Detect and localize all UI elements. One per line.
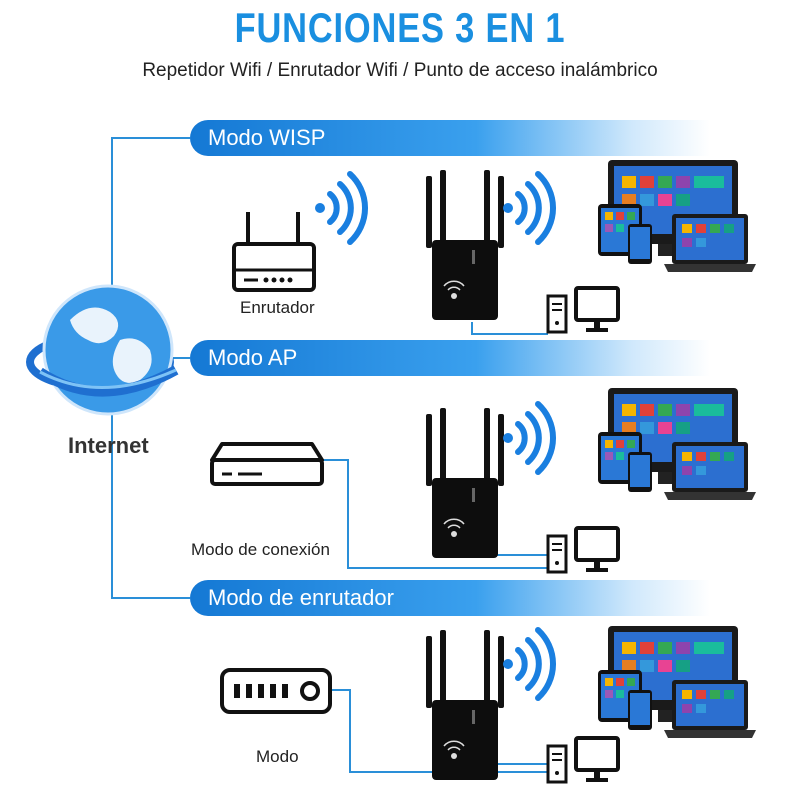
page-subtitle: Repetidor Wifi / Enrutador Wifi / Punto … <box>142 60 658 81</box>
modem-icon <box>220 668 332 714</box>
connection-mode-label: Modo de conexión <box>191 540 330 559</box>
router-icon <box>232 212 316 292</box>
desktop-pc-icon <box>546 526 620 574</box>
client-devices-icon <box>598 626 756 738</box>
page-title: FUNCIONES 3 EN 1 <box>234 4 566 51</box>
desktop-pc-icon <box>546 736 620 784</box>
client-devices-icon <box>598 160 756 272</box>
modem-label: Modo <box>256 747 299 766</box>
wifi-signal-icon <box>503 404 553 472</box>
modem-box-icon <box>210 442 324 486</box>
repeater-icon <box>425 629 505 781</box>
repeater-icon <box>425 407 505 559</box>
wifi-signal-icon <box>315 174 365 242</box>
wifi-signal-icon <box>503 174 553 242</box>
router-label: Enrutador <box>240 298 315 317</box>
internet-label: Internet <box>68 433 149 458</box>
wifi-signal-icon <box>503 630 553 698</box>
desktop-pc-icon <box>546 286 620 334</box>
client-devices-icon <box>598 388 756 500</box>
mode-router-banner: Modo de enrutador <box>190 580 710 616</box>
repeater-icon <box>425 169 505 321</box>
mode-ap-banner: Modo AP <box>190 340 710 376</box>
globe-icon <box>26 284 179 416</box>
mode-wisp-banner: Modo WISP <box>190 120 710 156</box>
